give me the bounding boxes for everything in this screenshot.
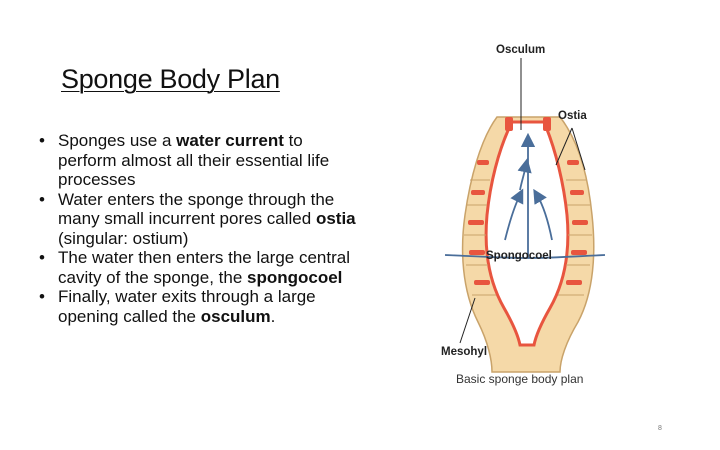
spongocoel-label: Spongocoel bbox=[486, 250, 552, 262]
osculum-label: Osculum bbox=[496, 44, 545, 56]
page-number: 8 bbox=[658, 425, 662, 432]
figure-caption: Basic sponge body plan bbox=[456, 372, 583, 386]
ostia-label: Ostia bbox=[558, 110, 587, 122]
mesohyl-label: Mesohyl bbox=[441, 346, 487, 358]
